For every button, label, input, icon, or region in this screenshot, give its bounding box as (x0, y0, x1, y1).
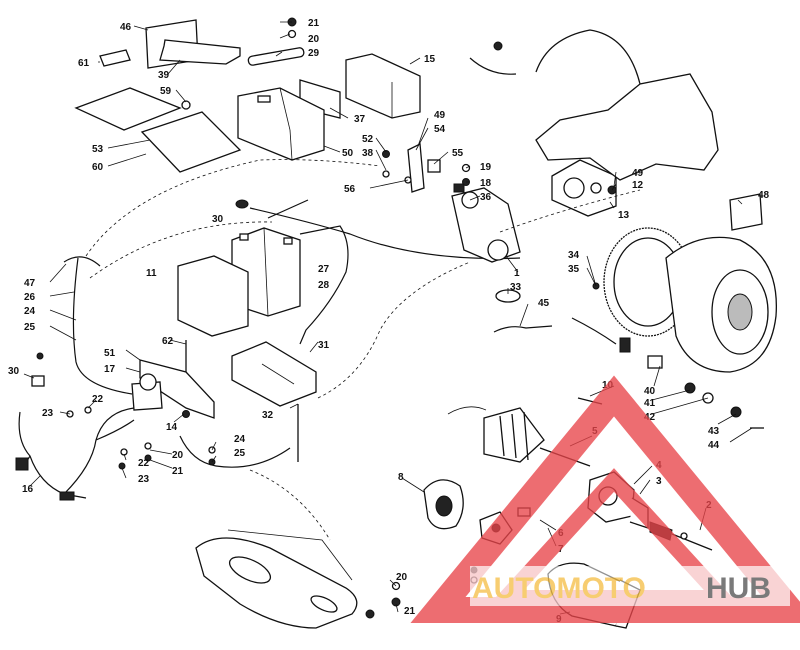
callout-20b: 20 (172, 450, 184, 461)
automotohub-watermark: AUTOMOTO HUB (410, 375, 800, 623)
callout-39: 39 (158, 70, 170, 81)
plate-48 (729, 193, 763, 231)
callout-52: 52 (362, 134, 374, 145)
callout-1: 1 (514, 268, 520, 279)
callout-22: 22 (92, 394, 104, 405)
watermark-brand-part1: AUTOMOTO (472, 572, 646, 605)
callout-51: 51 (104, 348, 116, 359)
callout-35: 35 (568, 264, 580, 275)
callout-24: 24 (24, 306, 36, 317)
callout-56: 56 (344, 184, 356, 195)
callout-22b: 22 (138, 458, 150, 469)
bracket-51 (139, 359, 215, 419)
callout-27: 27 (318, 264, 330, 275)
watermark-brand-part2: HUB (706, 572, 771, 605)
decal-61 (99, 49, 131, 67)
mount-plate (140, 111, 242, 173)
callout-47: 47 (24, 278, 36, 289)
battery-cover (345, 53, 421, 119)
link-54 (407, 142, 425, 193)
battery-shroud (177, 255, 249, 337)
callout-55: 55 (452, 148, 464, 159)
callout-25: 25 (24, 322, 36, 333)
battery-tray (231, 341, 317, 407)
watermark-triangle-outer (410, 375, 800, 623)
callout-17: 17 (104, 364, 116, 375)
callout-21: 21 (308, 18, 320, 29)
callout-19: 19 (480, 162, 492, 173)
strap-29 (247, 47, 305, 66)
callout-59: 59 (160, 86, 172, 97)
terminal-cap (235, 199, 249, 209)
callout-28: 28 (318, 280, 330, 291)
callout-13: 13 (618, 210, 630, 221)
callout-53: 53 (92, 144, 104, 155)
callout-29: 29 (308, 48, 320, 59)
watermark-band (470, 566, 790, 606)
callout-23: 23 (42, 408, 54, 419)
nut-59 (181, 100, 191, 110)
callout-49: 49 (434, 110, 446, 121)
callout-18: 18 (480, 178, 492, 189)
callout-34: 34 (568, 250, 580, 261)
callout-43: 43 (708, 426, 720, 437)
callout-20c: 20 (396, 572, 408, 583)
chassis-plate (195, 537, 358, 629)
cable-24 (179, 435, 291, 468)
callout-3: 3 (656, 476, 662, 487)
callout-23b: 23 (138, 474, 150, 485)
callout-14: 14 (166, 422, 178, 433)
callout-33: 33 (510, 282, 522, 293)
washer-20 (287, 29, 297, 39)
callout-40: 40 (644, 386, 656, 397)
callout-8: 8 (398, 472, 404, 483)
callout-12: 12 (632, 180, 644, 191)
callout-45: 45 (538, 298, 550, 309)
callout-38: 38 (362, 148, 374, 159)
cable-27 (267, 199, 349, 345)
parts-drawing (15, 17, 778, 629)
bracket-39 (159, 39, 241, 65)
callout-54: 54 (434, 124, 446, 135)
clip-30 (31, 375, 45, 387)
callout-49b: 49 (632, 168, 644, 179)
callout-60: 60 (92, 162, 104, 173)
callout-62: 62 (162, 336, 174, 347)
callout-15: 15 (424, 54, 436, 65)
callout-21b: 21 (172, 466, 184, 477)
bolt-14 (182, 410, 190, 418)
lead-45 (493, 317, 617, 345)
callout-30b: 30 (8, 366, 20, 377)
callout-30: 30 (212, 214, 224, 225)
callout-21c: 21 (404, 606, 416, 617)
callout-31: 31 (318, 340, 330, 351)
callout-46: 46 (120, 22, 132, 33)
callout-20: 20 (308, 34, 320, 45)
callout-36: 36 (480, 192, 492, 203)
callout-24b: 24 (234, 434, 246, 445)
callout-37: 37 (354, 114, 366, 125)
callout-61: 61 (78, 58, 90, 69)
battery-pad (74, 87, 182, 131)
engine-block (535, 73, 719, 181)
callout-41: 41 (644, 398, 656, 409)
callout-48: 48 (758, 190, 770, 201)
wire-loop-47 (63, 256, 133, 395)
callout-25b: 25 (234, 448, 246, 459)
leader-lines (23, 21, 753, 615)
callout-32: 32 (262, 410, 274, 421)
callout-44: 44 (708, 440, 720, 451)
callout-11: 11 (146, 268, 157, 279)
wiring-harness (18, 407, 135, 499)
callout-26: 26 (24, 292, 36, 303)
callout-16: 16 (22, 484, 34, 495)
callout-50: 50 (342, 148, 354, 159)
callout-42: 42 (644, 412, 656, 423)
